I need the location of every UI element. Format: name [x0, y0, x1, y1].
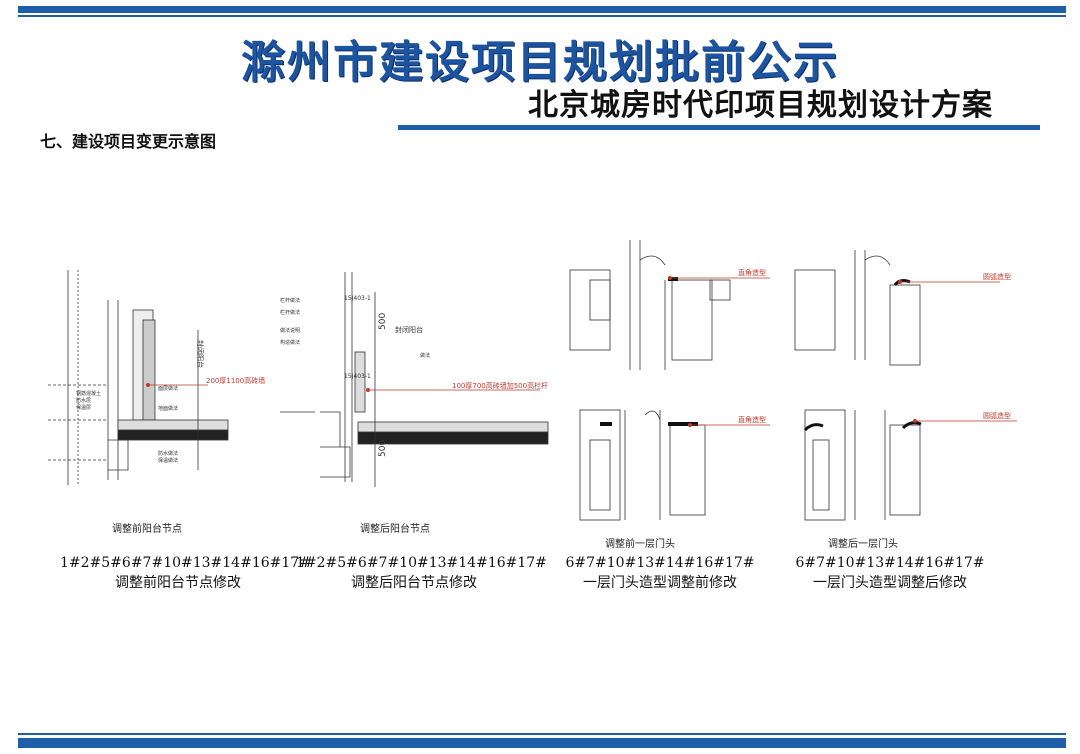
ref-2: 15J403-1 — [344, 373, 371, 380]
section-title: 七、建设项目变更示意图 — [40, 132, 217, 151]
drawing-small-caption: 调整前阳台节点 — [112, 524, 182, 535]
caption-line-1: 1#2#5#6#7#10#13#14#16#17# — [296, 555, 547, 571]
page-title: 滁州市建设项目规划批前公示 — [241, 37, 839, 88]
drawing-caption: 1#2#5#6#7#10#13#14#16#17# 调整后阳台节点修改 — [296, 553, 547, 593]
red-annotation-bottom: 圆弧造型 — [983, 411, 1011, 420]
caption-line-1: 6#7#10#13#14#16#17# — [795, 555, 985, 571]
top-band-thin — [18, 15, 1066, 17]
svg-text:保温做法: 保温做法 — [158, 457, 178, 464]
svg-text:保温层: 保温层 — [76, 404, 91, 411]
svg-text:做法说明: 做法说明 — [280, 327, 300, 334]
drawing-door-before: 直角造型 直角造型 — [569, 240, 770, 521]
red-annotation-top: 圆弧造型 — [983, 272, 1011, 281]
svg-text:防水做法: 防水做法 — [158, 450, 178, 457]
room-label: 封闭阳台 — [395, 325, 423, 334]
caption-line-2: 调整前阳台节点修改 — [115, 575, 241, 591]
svg-text:栏杆做法: 栏杆做法 — [280, 309, 300, 316]
drawing-balcony-after: 栏杆做法 栏杆做法 做法说明 构造做法 做法 15J403-1 15J403-1… — [280, 272, 549, 487]
svg-text:钢筋混凝土: 钢筋混凝土 — [76, 390, 101, 397]
svg-text:栏杆做法: 栏杆做法 — [280, 297, 300, 304]
bottom-band — [18, 738, 1066, 748]
drawing-small-caption: 调整后阳台节点 — [360, 524, 430, 535]
svg-text:做法: 做法 — [420, 352, 430, 359]
caption-line-1: 1#2#5#6#7#10#13#14#16#17# — [60, 555, 311, 571]
red-annotation: 200厚1100高砖墙 — [206, 376, 265, 385]
svg-text:防水层: 防水层 — [76, 397, 91, 404]
caption-line-1: 6#7#10#13#14#16#17# — [565, 555, 755, 571]
room-label: 封闭阳台 — [196, 340, 205, 368]
red-annotation-top: 直角造型 — [738, 268, 766, 277]
dim-1: 500 — [378, 313, 388, 330]
caption-line-2: 一层门头造型调整后修改 — [813, 575, 967, 591]
dim-2: 500 — [378, 440, 388, 457]
svg-text:地面做法: 地面做法 — [158, 405, 178, 412]
drawing-door-after: 圆弧造型 圆弧造型 — [794, 250, 1017, 521]
svg-text:构造做法: 构造做法 — [280, 339, 300, 346]
svg-text:面层做法: 面层做法 — [158, 385, 178, 392]
top-band — [18, 6, 1066, 13]
drawing-small-caption: 调整后一层门头 — [828, 539, 898, 550]
caption-line-2: 调整后阳台节点修改 — [351, 575, 477, 591]
caption-line-2: 一层门头造型调整前修改 — [583, 575, 737, 591]
subtitle-rule — [398, 125, 1040, 130]
drawing-caption: 6#7#10#13#14#16#17# 一层门头造型调整前修改 — [560, 553, 760, 593]
drawing-caption: 6#7#10#13#14#16#17# 一层门头造型调整后修改 — [790, 553, 990, 593]
ref-1: 15J403-1 — [344, 295, 371, 302]
red-annotation: 100厚700高砖墙加500高栏杆 — [452, 381, 548, 390]
drawing-small-caption: 调整前一层门头 — [605, 539, 675, 550]
red-annotation-bottom: 直角造型 — [738, 415, 766, 424]
bottom-band-thin — [18, 733, 1066, 735]
page-subtitle: 北京城房时代印项目规划设计方案 — [528, 88, 993, 123]
drawing-balcony-before: 钢筋混凝土 防水层 保温层 面层做法 地面做法 防水做法 保温做法 封闭阳台 2… — [48, 270, 265, 485]
drawing-caption: 1#2#5#6#7#10#13#14#16#17# 调整前阳台节点修改 — [60, 553, 311, 593]
